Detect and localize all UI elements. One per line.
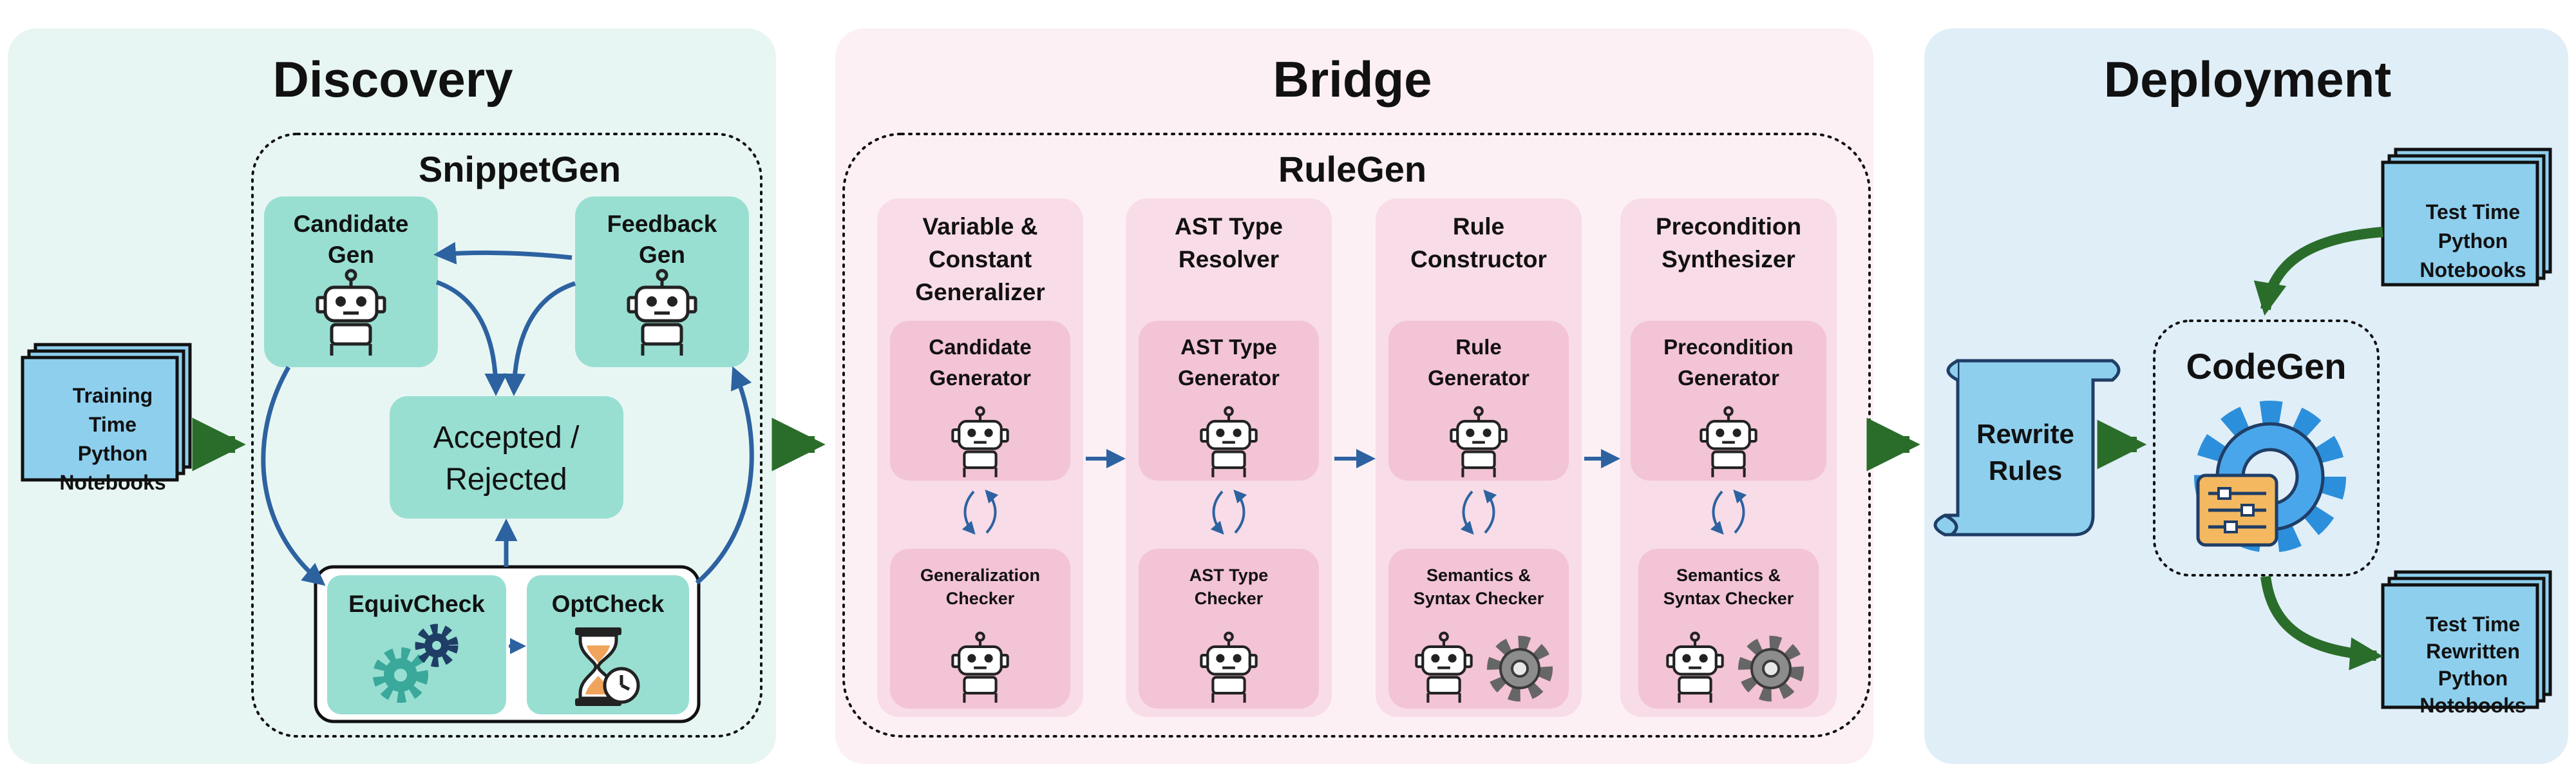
training-line-3: Python: [78, 442, 147, 465]
test-notebooks-line-2: Python: [2438, 229, 2508, 253]
optcheck-to-feedback-arrow: [695, 366, 754, 585]
stage1-title-line-1: Variable &: [923, 213, 1038, 240]
rewritten-line-4: Notebooks: [2420, 694, 2526, 717]
stage1-generator-card: [890, 321, 1070, 481]
candidate-gen-line-2: Gen: [328, 242, 374, 268]
stage1-generator-line-2: Generator: [929, 366, 1031, 390]
stage1-checker-card: [890, 549, 1070, 709]
stage2-title-line-2: Resolver: [1179, 246, 1279, 272]
accepted-rejected-card: [390, 396, 623, 519]
stage3-title-line-1: Rule: [1453, 213, 1504, 240]
candidate-gen-line-1: Candidate: [294, 211, 409, 237]
accepted-line-1: Accepted /: [433, 421, 580, 455]
stage2-checker-card: [1139, 549, 1319, 709]
codegen-box: [2153, 320, 2380, 577]
rewritten-line-1: Test Time: [2426, 613, 2520, 636]
stage3-checker-line-2: Syntax Checker: [1414, 589, 1544, 608]
feedback-gen-line-1: Feedback: [607, 211, 717, 237]
stage4-generator-line-2: Generator: [1678, 366, 1779, 390]
rewritten-line-2: Rewritten: [2426, 640, 2520, 663]
stage2-title-line-1: AST Type: [1175, 213, 1283, 240]
stage3-generator-card: [1388, 321, 1569, 481]
optcheck-label: OptCheck: [552, 591, 665, 617]
bridge-title: Bridge: [1273, 51, 1432, 108]
training-line-4: Notebooks: [59, 471, 166, 494]
training-line-1: Training: [73, 384, 153, 407]
candidate-to-equivcheck-arrow: [261, 366, 326, 586]
feedback-to-candidate-arrow: [433, 242, 573, 265]
stage4-title-line-1: Precondition: [1656, 213, 1801, 240]
stage4-checker-line-1: Semantics &: [1676, 566, 1781, 585]
gear-settings-icon: [2194, 401, 2346, 553]
bridge-panel: [835, 28, 1873, 764]
stage4-title-line-2: Synthesizer: [1662, 246, 1795, 272]
stage-ast-type-resolver: AST Type Resolver AST Type Generator AST…: [1126, 198, 1332, 717]
codegen-to-rewritten-arrow: [2260, 575, 2383, 671]
candidate-to-accepted-arrow: [435, 280, 507, 396]
stage3-checker-line-1: Semantics &: [1426, 566, 1531, 585]
training-notebooks-doc: Training Time Python Notebooks: [23, 345, 190, 494]
stage3-title-line-2: Constructor: [1410, 246, 1547, 272]
stage2-generator-line-2: Generator: [1178, 366, 1280, 390]
discovery-title: Discovery: [273, 51, 513, 108]
hourglass-clock-icon: [575, 627, 640, 706]
rewrite-rules-scroll: Rewrite Rules: [1933, 359, 2121, 537]
stage-precondition-synthesizer: Precondition Synthesizer Precondition Ge…: [1620, 198, 1837, 717]
stage1-generator-line-1: Candidate: [929, 335, 1032, 359]
stage4-checker-line-2: Syntax Checker: [1663, 589, 1794, 608]
codegen-title: CodeGen: [2186, 346, 2347, 386]
rulegen-title: RuleGen: [1278, 149, 1426, 189]
rewritten-line-3: Python: [2438, 667, 2508, 690]
feedback-to-accepted-arrow: [503, 281, 576, 396]
stage3-generator-line-1: Rule: [1455, 335, 1502, 359]
stage-rule-constructor: Rule Constructor Rule Generator Semantic…: [1376, 198, 1582, 717]
stage1-checker-line-1: Generalization: [920, 566, 1040, 585]
gear-icon: [1745, 643, 1797, 694]
stage2-checker-line-2: Checker: [1195, 589, 1264, 608]
accepted-line-2: Rejected: [445, 463, 567, 497]
stage3-generator-line-2: Generator: [1428, 366, 1530, 390]
stage4-generator-card: [1631, 321, 1826, 481]
rewrite-rules-line-2: Rules: [1989, 455, 2062, 486]
rewritten-notebooks-doc: Test Time Rewritten Python Notebooks: [2383, 572, 2550, 717]
stage1-checker-line-2: Checker: [946, 589, 1015, 608]
stage2-checker-line-1: AST Type: [1189, 566, 1269, 585]
test-notebooks-line-1: Test Time: [2426, 200, 2520, 224]
training-line-2: Time: [89, 413, 137, 436]
snippetgen-box: [251, 133, 762, 738]
stage-variable-constant-generalizer: Variable & Constant Generalizer Candidat…: [877, 198, 1083, 717]
deployment-title: Deployment: [2104, 51, 2391, 108]
gear-icon: [1494, 643, 1546, 694]
scroll-icon: [1933, 359, 2121, 537]
equivcheck-label: EquivCheck: [348, 591, 485, 617]
rewrite-rules-line-1: Rewrite: [1976, 419, 2074, 449]
stage2-generator-line-1: AST Type: [1180, 335, 1277, 359]
stage1-title-line-3: Generalizer: [915, 279, 1045, 305]
test-notebooks-doc: Test Time Python Notebooks: [2383, 149, 2550, 285]
stage2-generator-card: [1139, 321, 1319, 481]
test-notebooks-line-3: Notebooks: [2420, 258, 2526, 282]
stage4-generator-line-1: Precondition: [1663, 335, 1794, 359]
stage1-title-line-2: Constant: [929, 246, 1032, 272]
feedback-gen-line-2: Gen: [639, 242, 685, 268]
snippetgen-title: SnippetGen: [419, 149, 621, 189]
gears-icon: [373, 624, 459, 703]
test-to-codegen-arrow: [2253, 227, 2383, 316]
